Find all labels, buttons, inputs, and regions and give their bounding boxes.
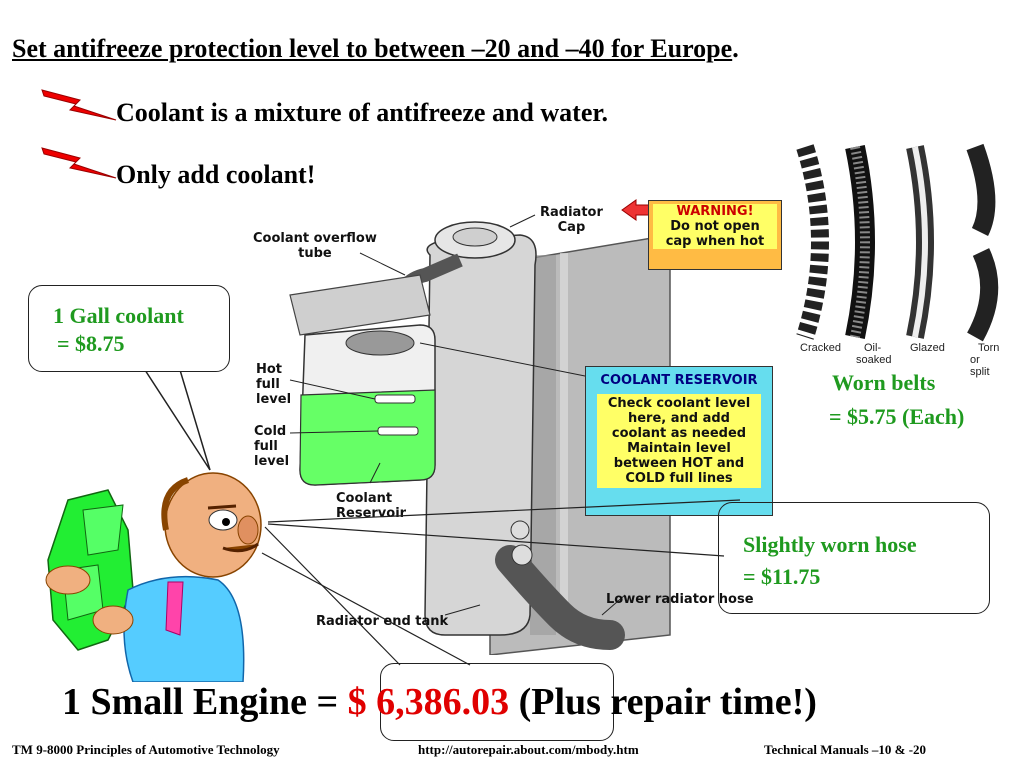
lightning-bolt-icon [41,147,117,179]
title-underlined: Set antifreeze protection level to betwe… [12,34,733,63]
slide-title: Set antifreeze protection level to betwe… [12,34,739,64]
footer-right: Technical Manuals –10 & -20 [764,742,927,757]
coolant-level-fill [299,389,436,486]
hose-price-line1: Slightly worn hose [743,532,917,557]
warning-title: WARNING! [676,204,754,219]
footer-url: http://autorepair.about.com/mbody.htm [418,742,639,757]
label-lower-radiator-hose: Lower radiator hose [606,592,754,607]
radiator-diagram [289,214,671,655]
engine-price-line: 1 Small Engine = $ 6,386.03 (Plus repair… [62,680,817,724]
man-with-money-illustration [45,472,262,682]
lower-radiator-hose [495,545,625,650]
engine-price-bubble [380,663,614,741]
coolant-price-bubble: 1 Gall coolant = $8.75 [28,285,230,372]
hose-price-bubble: Slightly worn hose = $11.75 [718,502,990,614]
coolant-price-line1: 1 Gall coolant [53,303,184,328]
warning-line: cap when hot [665,234,765,249]
footer-left: TM 9-8000 Principles of Automotive Techn… [12,742,280,757]
engine-price: $ 6,386.03 [347,681,510,723]
label-coolant-reservoir: Coolant Reservoir [336,491,407,521]
coolant-price-line2: = $8.75 [57,331,125,356]
warning-box: WARNING! Do not open cap when hot [648,200,782,270]
label-radiator-end-tank: Radiator end tank [316,614,449,629]
label-overflow-tube: Coolant overflow tube [253,231,377,261]
warning-line: Do not open [670,219,760,234]
reservoir-box-title: COOLANT RESERVOIR [600,373,758,388]
engine-prefix: 1 Small Engine = [62,681,348,723]
worn-belts-illustration [796,143,999,342]
coolant-reservoir-box: COOLANT RESERVOIR Check coolant level he… [585,366,773,516]
belts-price-line1: Worn belts [832,370,936,395]
title-period: . [732,34,739,63]
bullet-coolant-mixture: Coolant is a mixture of antifreeze and w… [116,98,609,127]
label-radiator-cap: Radiator Cap [540,205,603,235]
lightning-bolt-icon [41,89,117,121]
bullet-only-add-coolant: Only add coolant! [116,160,316,189]
label-cold-full-level: Cold full level [254,424,290,469]
label-hot-full-level: Hot full level [256,362,292,407]
hose-price-line2: = $11.75 [743,564,821,589]
belts-price-line2: = $5.75 (Each) [829,404,965,429]
engine-suffix: (Plus repair time!) [509,681,817,723]
